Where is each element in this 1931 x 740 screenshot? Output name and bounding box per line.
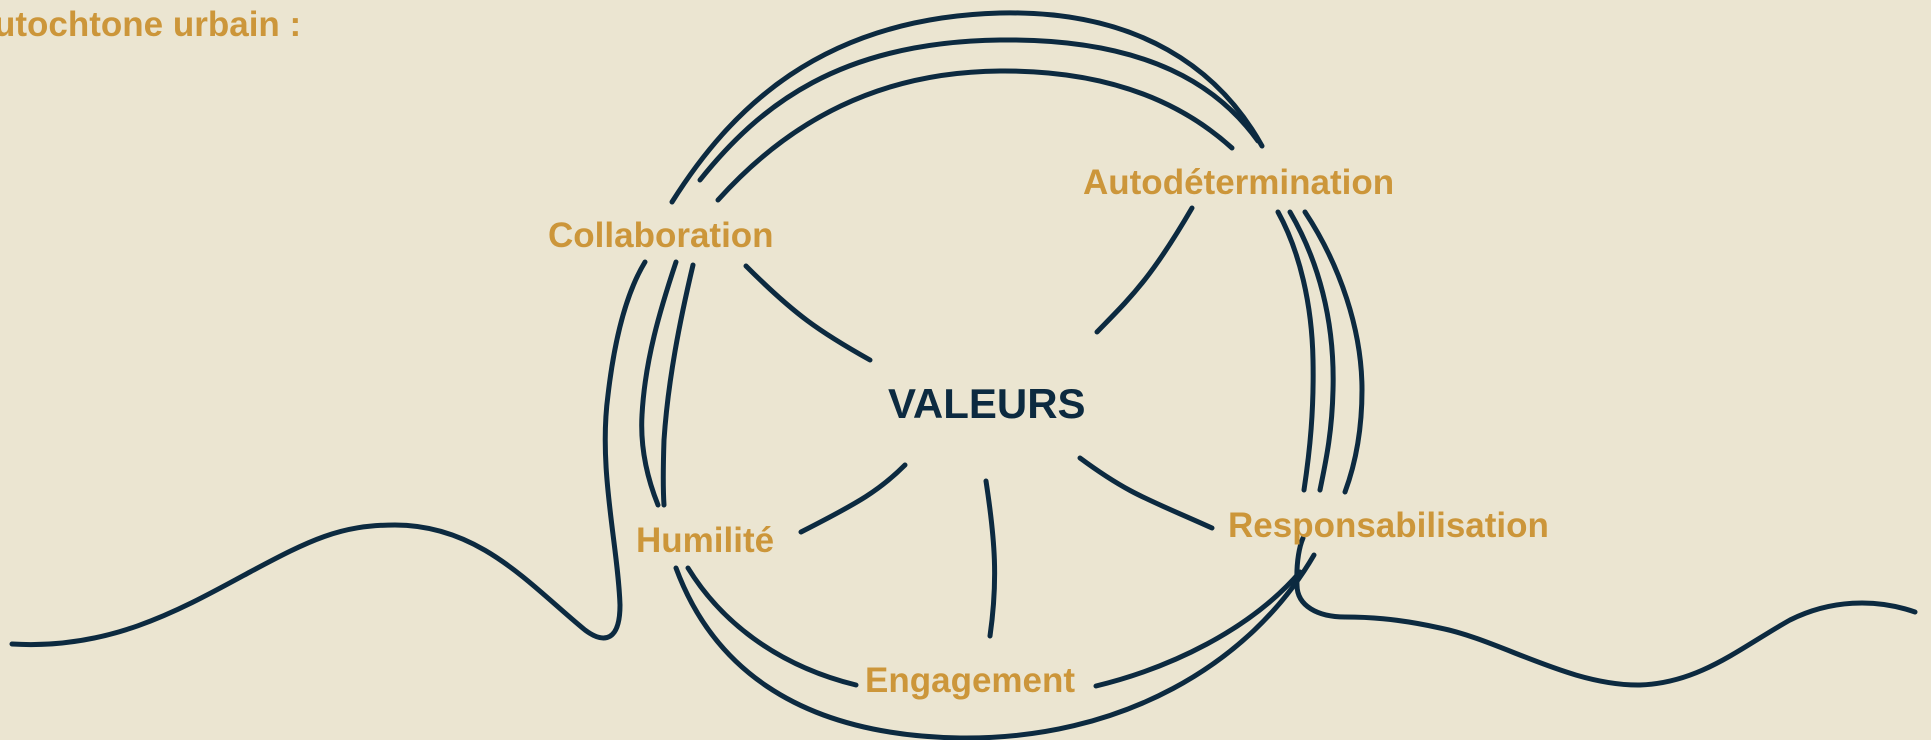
value-label-humilite: Humilité — [636, 521, 775, 560]
circle-arc-outer-top — [669, 10, 1265, 205]
value-label-engagement: Engagement — [865, 661, 1076, 700]
circle-arc-left-outer — [639, 259, 679, 508]
value-label-collaboration: Collaboration — [548, 216, 774, 255]
section-heading: utochtone urbain : — [0, 5, 302, 44]
circle-arc-right-outer — [1302, 209, 1365, 495]
wave-line-right — [1294, 535, 1918, 688]
center-title: VALEURS — [888, 380, 1086, 427]
spoke-engagement — [983, 478, 998, 639]
wave-line-left — [9, 259, 648, 648]
value-label-responsabilisation: Responsabilisation — [1228, 506, 1549, 545]
circle-arc-bottom-right — [1093, 569, 1303, 689]
circle-arc-right-middle — [1287, 209, 1336, 493]
circle-arc-bottom-outer — [673, 552, 1317, 740]
circle-arc-bottom-left — [685, 565, 859, 688]
spoke-collaboration — [743, 263, 873, 363]
circle-arc-inner-top — [715, 68, 1235, 203]
circle-arc-middle-top — [697, 37, 1261, 183]
circle-arc-left-inner — [660, 262, 696, 508]
circle-arc-right-inner — [1275, 209, 1316, 493]
spoke-responsabilisation — [1077, 455, 1215, 531]
value-label-autodetermination: Autodétermination — [1083, 163, 1395, 202]
spoke-humilite — [798, 462, 908, 535]
spoke-autodetermination — [1094, 205, 1195, 335]
